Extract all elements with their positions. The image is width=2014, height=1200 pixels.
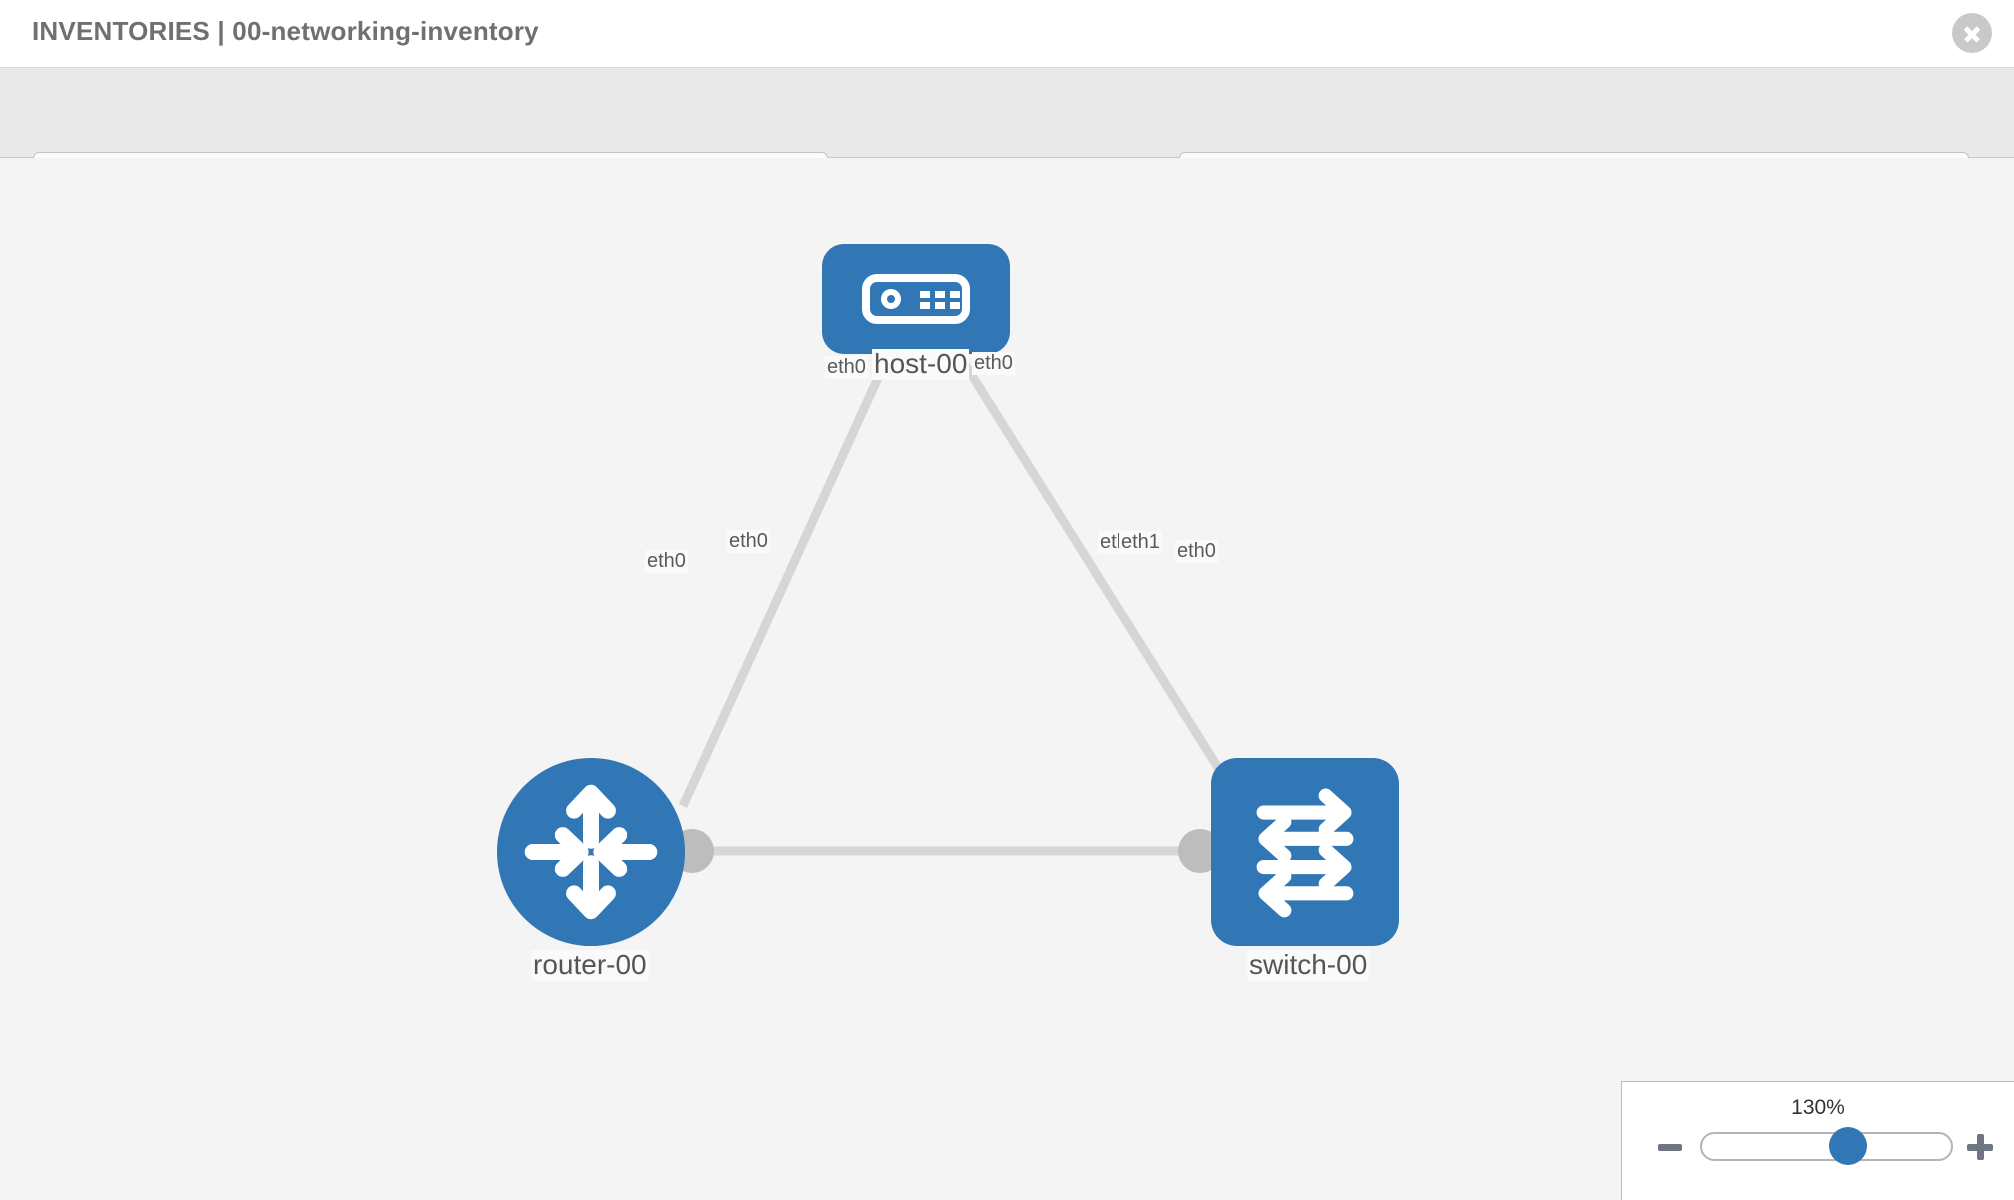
edge-label-router-host-eth0: eth0	[645, 550, 688, 573]
edge-label-router-switch-eth0: eth0	[727, 530, 770, 553]
topology-node-label-host: host-00	[872, 348, 970, 380]
toolbar: ACTIONS SEARCH	[0, 68, 2014, 209]
zoom-control-panel: 130%	[1621, 1081, 2014, 1200]
plus-icon[interactable]	[1967, 1133, 1993, 1161]
edge-label-host-router-eth0: eth0	[825, 356, 868, 379]
topology-node-label-switch: switch-00	[1247, 949, 1370, 981]
edge-label-host-switch-eth0: eth0	[972, 352, 1015, 375]
topology-canvas[interactable]: host-00 router-00 switch-00 eth0 eth0 et…	[0, 158, 2014, 1200]
topology-node-label-router: router-00	[531, 949, 649, 981]
window-header: INVENTORIES | 00-networking-inventory	[0, 0, 2014, 68]
switch-arrows-icon	[1256, 788, 1354, 918]
edge-label-switch-host-eth0: eth0	[1175, 540, 1218, 563]
close-icon[interactable]	[1952, 13, 1992, 53]
zoom-slider-thumb[interactable]	[1829, 1127, 1867, 1165]
page-title: INVENTORIES | 00-networking-inventory	[32, 16, 539, 46]
server-device-icon	[862, 274, 970, 324]
zoom-slider-track[interactable]	[1700, 1132, 1953, 1161]
topology-node-router-00[interactable]	[497, 758, 685, 946]
zoom-level-value: 130%	[1791, 1096, 1845, 1119]
edge-label-switch-router-eth1: eth1	[1119, 531, 1162, 554]
minus-icon[interactable]	[1658, 1144, 1682, 1151]
topology-node-switch-00[interactable]	[1211, 758, 1399, 946]
topology-node-host-00[interactable]	[822, 244, 1010, 354]
topology-graph: host-00 router-00 switch-00 eth0 eth0 et…	[0, 158, 2014, 1200]
router-four-arrows-icon	[524, 784, 658, 920]
